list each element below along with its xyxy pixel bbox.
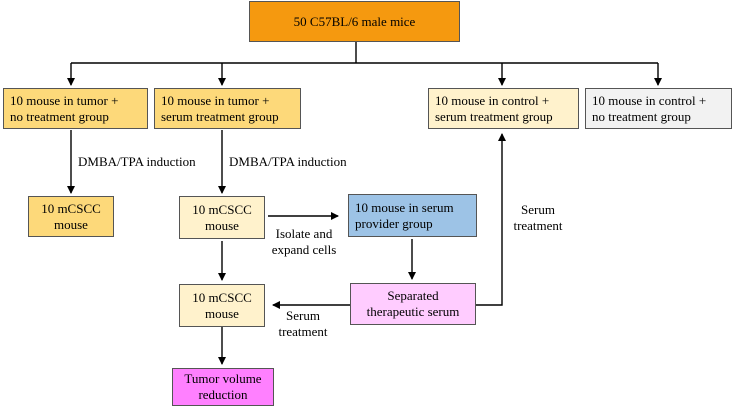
control-serum-box: 10 mouse in control + serum treatment gr… <box>428 88 579 129</box>
serum-treatment-right-label: Serum treatment <box>513 202 563 233</box>
separated-serum-label: Separated therapeutic serum <box>366 288 460 319</box>
tumor-reduction-label: Tumor volume reduction <box>184 371 262 402</box>
control-no-treatment-label: 10 mouse in control + no treatment group <box>592 92 707 124</box>
induction-mid-label: DMBA/TPA induction <box>229 154 347 169</box>
tumor-serum-box: 10 mouse in tumor + serum treatment grou… <box>154 88 301 129</box>
tumor-no-treatment-label: 10 mouse in tumor + no treatment group <box>10 92 119 124</box>
mcscc-left-box: 10 mCSCC mouse <box>28 196 114 237</box>
control-serum-label: 10 mouse in control + serum treatment gr… <box>435 92 553 124</box>
top-box: 50 C57BL/6 male mice <box>249 1 460 42</box>
separated-serum-box: Separated therapeutic serum <box>350 283 476 325</box>
mcscc-lower-label: 10 mCSCC mouse <box>192 289 252 321</box>
serum-treatment-bottom-label: Serum treatment <box>278 308 328 339</box>
isolate-label: Isolate and expand cells <box>271 226 337 257</box>
serum-provider-box: 10 mouse in serum provider group <box>348 194 477 237</box>
tumor-serum-label: 10 mouse in tumor + serum treatment grou… <box>161 92 279 124</box>
mcscc-mid-box: 10 mCSCC mouse <box>179 196 265 239</box>
arrow-serum-to-control <box>476 133 506 306</box>
tumor-reduction-box: Tumor volume reduction <box>172 368 274 406</box>
control-no-treatment-box: 10 mouse in control + no treatment group <box>585 88 732 129</box>
top-box-label: 50 C57BL/6 male mice <box>293 13 416 29</box>
tumor-no-treatment-box: 10 mouse in tumor + no treatment group <box>3 88 148 129</box>
mcscc-left-label: 10 mCSCC mouse <box>41 200 101 232</box>
mcscc-lower-box: 10 mCSCC mouse <box>179 284 265 327</box>
serum-provider-label: 10 mouse in serum provider group <box>355 199 454 231</box>
mcscc-mid-label: 10 mCSCC mouse <box>192 201 252 233</box>
induction-left-label: DMBA/TPA induction <box>78 154 196 169</box>
